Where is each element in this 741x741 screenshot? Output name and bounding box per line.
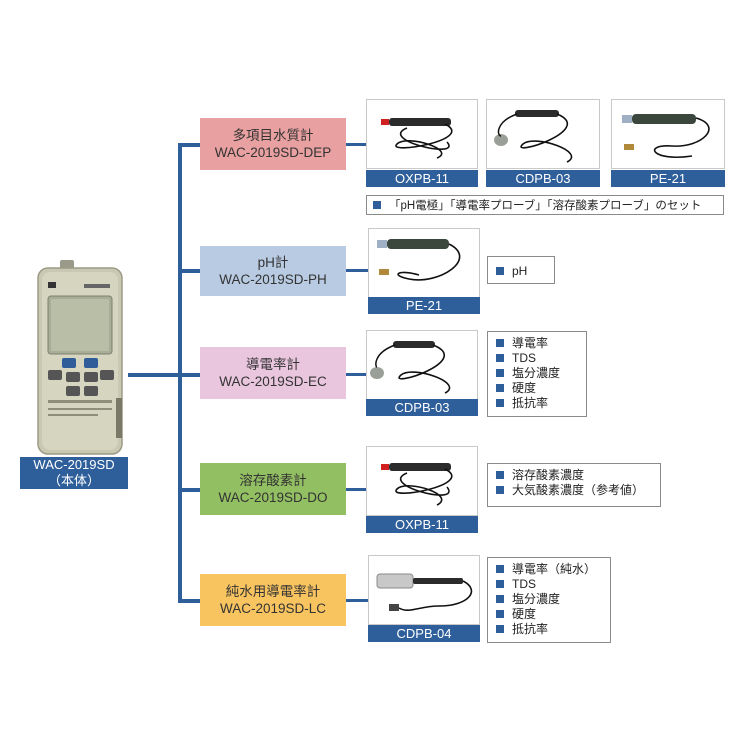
feature-list-do: 溶存酸素濃度 大気酸素濃度（参考値） (487, 463, 661, 507)
link-line-do (346, 488, 366, 491)
kit-model: WAC-2019SD-DO (218, 490, 328, 505)
link-line-ph (346, 269, 368, 272)
feature-item: 硬度 (496, 380, 578, 395)
branch-line-ph (178, 269, 200, 273)
probe-caption: CDPB-04 (368, 625, 480, 642)
kit-box-lc: 純水用導電率計 WAC-2019SD-LC (200, 574, 346, 626)
probe-photo-oxpb11-a (366, 99, 478, 169)
feature-item: 塩分濃度 (496, 365, 578, 380)
kit-name: pH計 (257, 255, 289, 270)
bullet-square-icon (496, 353, 504, 362)
bullet-square-icon (496, 398, 504, 407)
branch-line-do (178, 488, 200, 492)
branch-line-ec (178, 373, 200, 377)
probe-photo-cdpb04 (368, 555, 480, 625)
kit-model: WAC-2019SD-EC (219, 374, 327, 389)
set-note-text: 「pH電極」「導電率プローブ」「溶存酸素プローブ」のセット (389, 200, 702, 212)
feature-item: 大気酸素濃度（参考値） (496, 482, 652, 497)
bullet-square-icon (496, 485, 504, 494)
kit-model: WAC-2019SD-DEP (214, 145, 332, 160)
kit-name: 導電率計 (246, 357, 300, 372)
feature-item: 抵抗率 (496, 395, 578, 410)
probe-photo-pe21-a (611, 99, 725, 169)
meter-device-image (37, 260, 123, 455)
kit-model: WAC-2019SD-PH (219, 272, 327, 287)
kit-name: 溶存酸素計 (239, 473, 307, 488)
bullet-square-icon (496, 470, 504, 479)
feature-list-ec: 導電率 TDS 塩分濃度 硬度 抵抗率 (487, 331, 587, 417)
bullet-square-icon (496, 564, 504, 573)
link-line-lc (346, 599, 368, 602)
probe-photo-pe21-b (368, 228, 480, 298)
feature-item: TDS (496, 350, 578, 365)
feature-item: TDS (496, 576, 602, 591)
bullet-square-icon (496, 338, 504, 347)
kit-box-do: 溶存酸素計 WAC-2019SD-DO (200, 463, 346, 515)
kit-model: WAC-2019SD-LC (219, 601, 327, 616)
feature-item: 溶存酸素濃度 (496, 467, 652, 482)
main-unit-model: WAC-2019SD (33, 457, 115, 472)
probe-caption: OXPB-11 (366, 170, 478, 187)
link-line-dep (346, 143, 366, 146)
set-note: 「pH電極」「導電率プローブ」「溶存酸素プローブ」のセット (366, 195, 724, 215)
kit-box-ph: pH計 WAC-2019SD-PH (200, 246, 346, 296)
kit-name: 多項目水質計 (232, 128, 314, 143)
main-unit-label: （本体） (47, 473, 100, 488)
probe-photo-oxpb11-b (366, 446, 478, 516)
bullet-square-icon (496, 609, 504, 618)
main-unit-caption: WAC-2019SD （本体） (20, 457, 128, 489)
main-unit (32, 258, 128, 458)
feature-item: 導電率 (496, 335, 578, 350)
bullet-square-icon (496, 368, 504, 377)
link-line-ec (346, 373, 366, 376)
branch-line-dep (178, 143, 200, 147)
trunk-line (128, 373, 180, 377)
kit-box-ec: 導電率計 WAC-2019SD-EC (200, 347, 346, 399)
bullet-square-icon (373, 201, 381, 209)
kit-box-dep: 多項目水質計 WAC-2019SD-DEP (200, 118, 346, 170)
bullet-square-icon (496, 266, 504, 275)
bullet-square-icon (496, 594, 504, 603)
probe-caption: CDPB-03 (486, 170, 600, 187)
bullet-square-icon (496, 383, 504, 392)
bullet-square-icon (496, 624, 504, 633)
feature-item: 塩分濃度 (496, 591, 602, 606)
probe-caption: PE-21 (611, 170, 725, 187)
probe-caption: OXPB-11 (366, 516, 478, 533)
probe-photo-cdpb03-b (366, 330, 478, 400)
branch-line-lc (178, 599, 200, 603)
probe-photo-cdpb03-a (486, 99, 600, 169)
feature-list-ph: pH (487, 256, 555, 284)
bullet-square-icon (496, 579, 504, 588)
probe-caption: PE-21 (368, 297, 480, 314)
feature-item: pH (496, 263, 546, 278)
feature-item: 硬度 (496, 606, 602, 621)
feature-item: 抵抗率 (496, 621, 602, 636)
probe-caption: CDPB-03 (366, 399, 478, 416)
kit-name: 純水用導電率計 (225, 584, 321, 599)
feature-list-lc: 導電率（純水） TDS 塩分濃度 硬度 抵抗率 (487, 557, 611, 643)
feature-item: 導電率（純水） (496, 561, 602, 576)
